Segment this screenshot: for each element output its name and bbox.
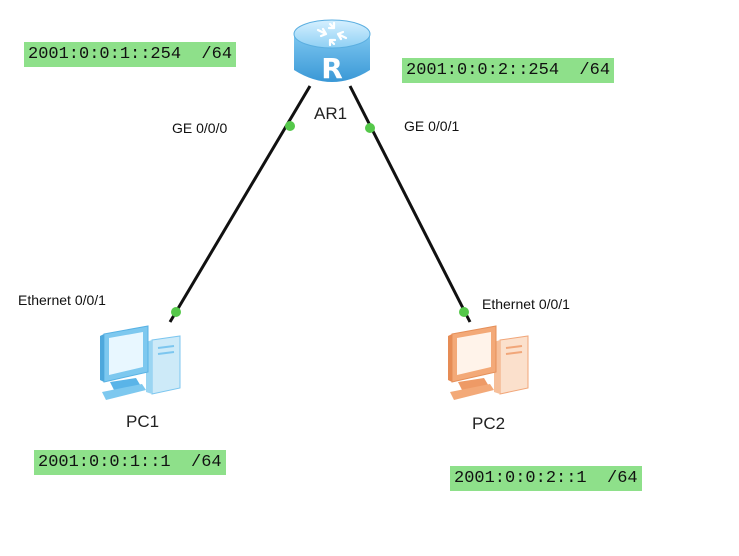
port-dot-pc2-eth [459,307,469,317]
svg-text:R: R [321,52,343,85]
ipv6-address-ar1-ge001: 2001:0:0:2::254 /64 [402,58,615,83]
pc2[interactable] [442,322,534,402]
router-ar1[interactable]: R [290,10,374,90]
ipv6-address-pc2: 2001:0:0:2::1 /64 [450,466,642,491]
pc-icon [100,325,181,400]
router-icon: R [293,19,371,85]
ipv6-address-ar1-ge000: 2001:0:0:1::254 /64 [24,42,237,67]
port-dot-pc1-eth [171,307,181,317]
port-label-ar1-ge001: GE 0/0/1 [404,118,460,134]
port-label-pc1-eth: Ethernet 0/0/1 [18,292,106,308]
ipv6-address-pc1: 2001:0:0:1::1 /64 [34,450,226,475]
port-label-ar1-ge000: GE 0/0/0 [172,120,228,136]
port-label-pc2-eth: Ethernet 0/0/1 [482,296,570,312]
pc1[interactable] [96,322,186,402]
pc1-label: PC1 [126,412,160,431]
port-dot-ar1-ge001 [365,123,375,133]
pc2-label: PC2 [472,414,506,433]
port-dot-ar1-ge000 [285,121,295,131]
router-ar1-label: AR1 [314,104,348,123]
pc-icon [448,325,529,400]
